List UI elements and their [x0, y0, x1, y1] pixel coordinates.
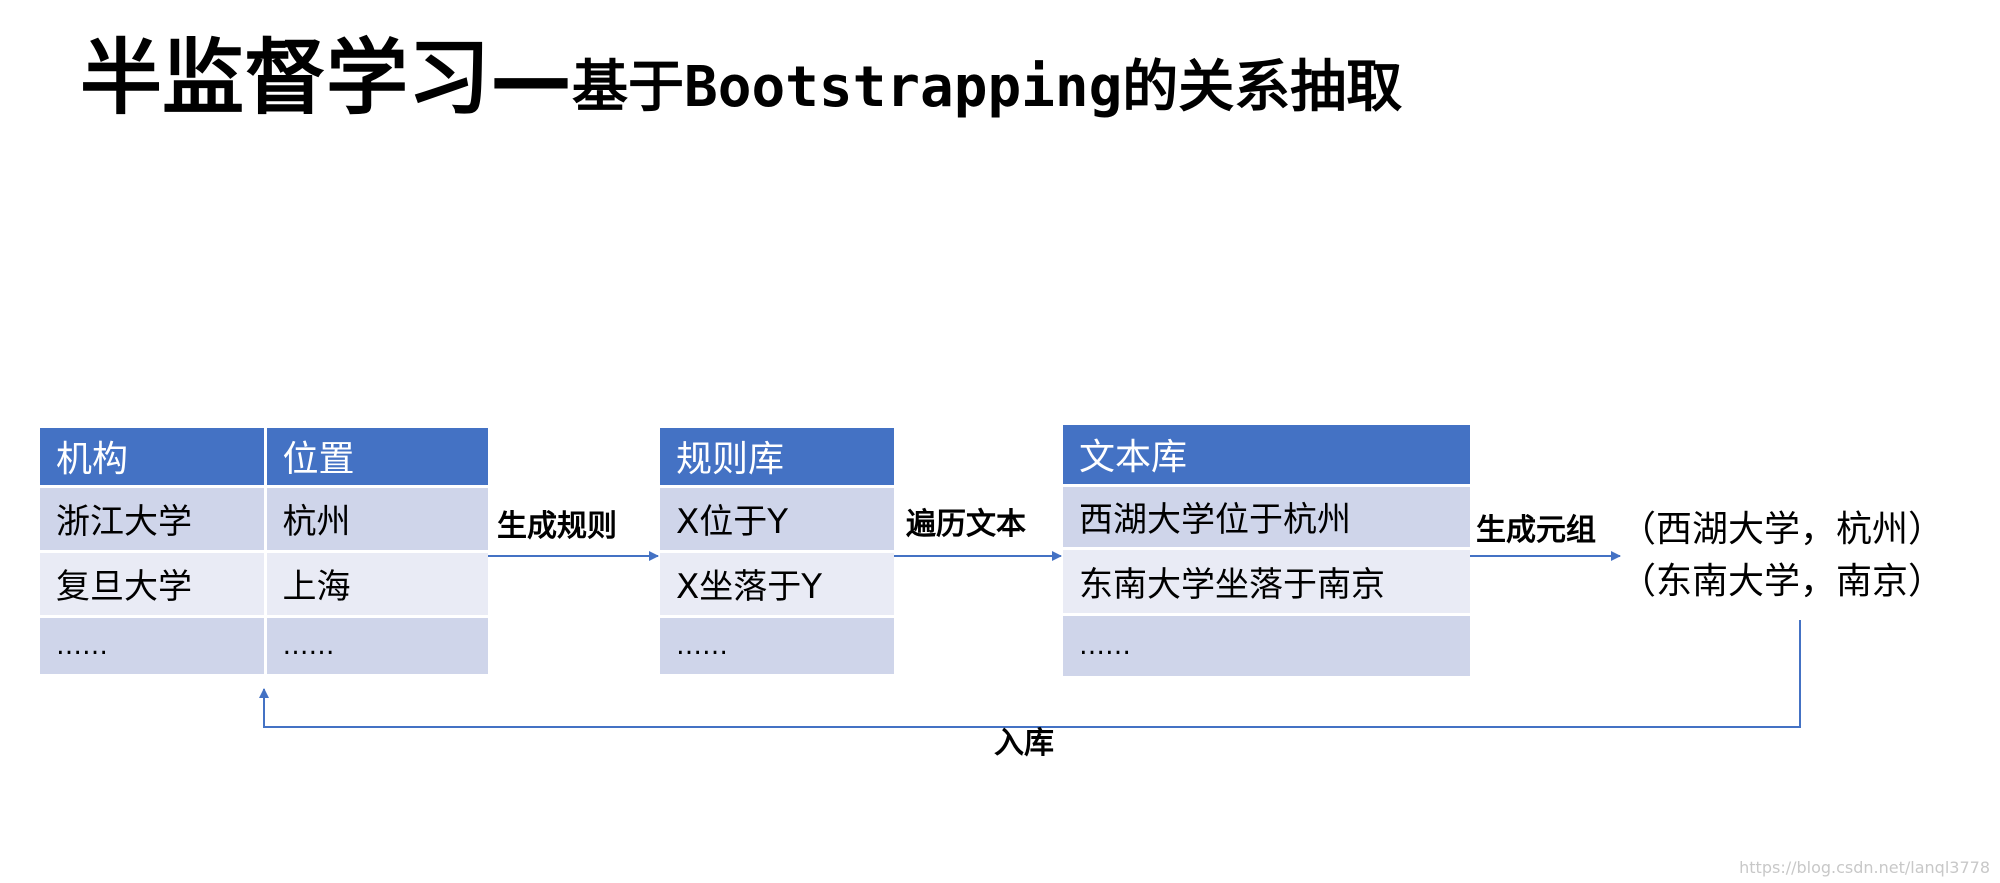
header-rules: 规则库 [660, 428, 894, 486]
watermark: https://blog.csdn.net/lanql3778 [1739, 858, 1990, 877]
header-location: 位置 [265, 428, 488, 486]
org-cell: …… [40, 614, 267, 674]
location-cell: 杭州 [265, 484, 488, 551]
text-cell: 东南大学坐落于南京 [1063, 546, 1470, 614]
org-cell: 浙江大学 [40, 484, 267, 551]
rule-cell: X位于Y [660, 484, 894, 551]
text-cell: …… [1063, 612, 1470, 676]
org-cell: 复旦大学 [40, 549, 267, 616]
label-store: 入库 [994, 726, 1054, 761]
title-sub: 基于Bootstrapping的关系抽取 [572, 55, 1403, 120]
slide-title: 半监督学习—基于Bootstrapping的关系抽取 [80, 38, 1402, 120]
label-traverse-text: 遍历文本 [906, 507, 1026, 542]
text-corpus-table: 文本库 西湖大学位于杭州 东南大学坐落于南京 …… [1063, 425, 1470, 676]
location-cell: 上海 [265, 549, 488, 616]
label-generate-tuples: 生成元组 [1476, 513, 1596, 548]
rules-table: 规则库 X位于Y X坐落于Y …… [660, 428, 894, 674]
arrow-store-back [259, 620, 1801, 728]
text-cell: 西湖大学位于杭州 [1063, 483, 1470, 548]
location-cell: …… [265, 614, 488, 674]
header-text: 文本库 [1063, 425, 1470, 485]
header-org: 机构 [40, 428, 267, 486]
rule-cell: …… [660, 614, 894, 674]
tuple-item: （西湖大学，杭州） [1620, 509, 1945, 550]
label-generate-rules: 生成规则 [497, 509, 617, 544]
org-location-table: 机构 位置 浙江大学 杭州 复旦大学 上海 …… …… [40, 428, 488, 674]
title-main: 半监督学习— [80, 31, 573, 126]
tuple-item: （东南大学，南京） [1620, 561, 1945, 602]
rule-cell: X坐落于Y [660, 549, 894, 616]
